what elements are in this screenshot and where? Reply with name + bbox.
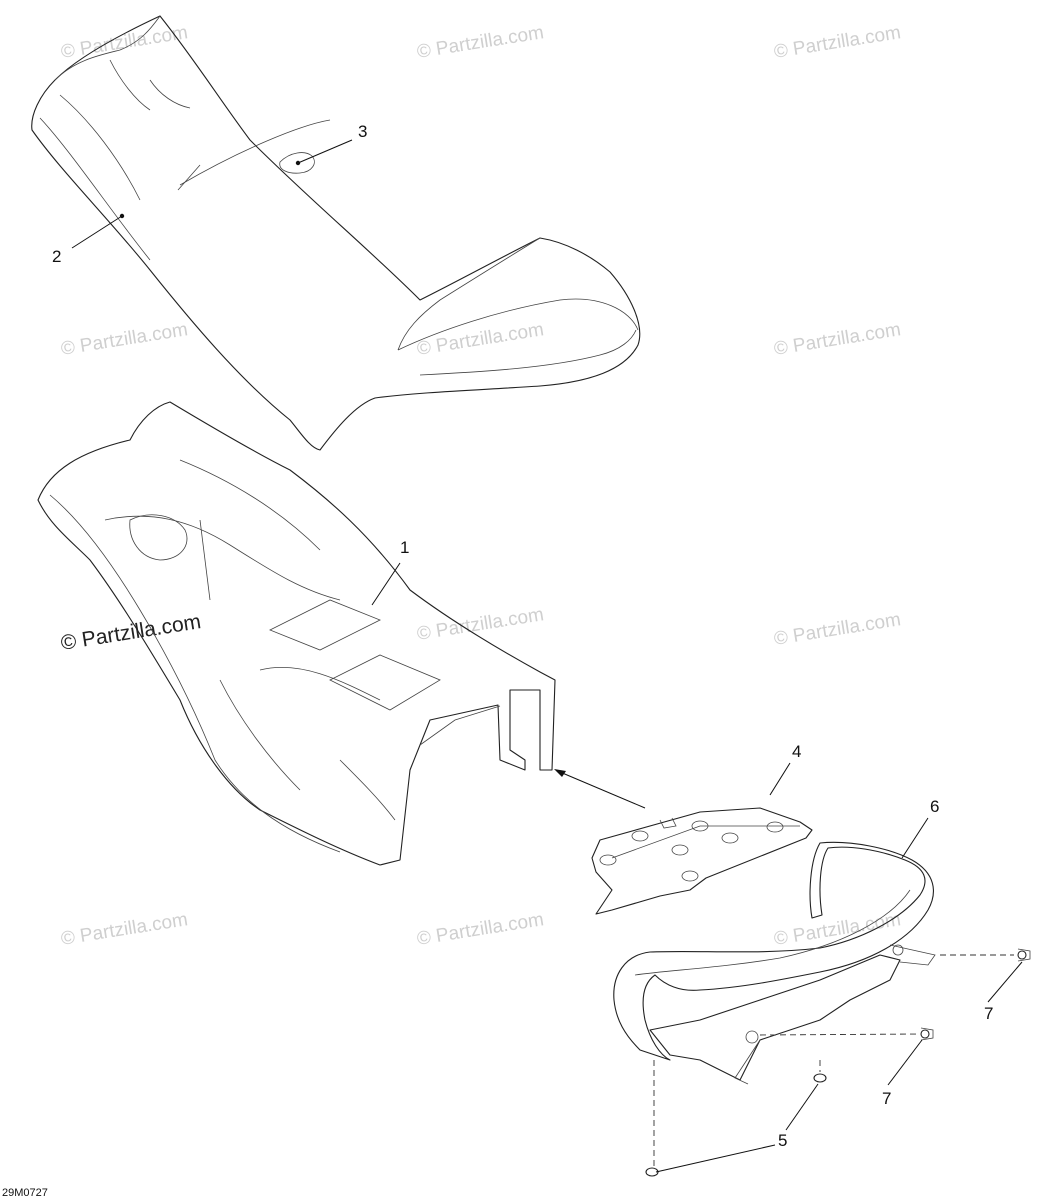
callout-6: 6 [930,797,939,816]
seat [31,15,641,451]
watermark: © Partzilla.com [772,609,902,650]
watermark: © Partzilla.com [415,909,545,950]
watermark-dark: © Partzilla.com [59,610,202,655]
watermark: © Partzilla.com [415,22,545,63]
watermark: © Partzilla.com [415,319,545,360]
watermark: © Partzilla.com [772,22,902,63]
alignment-lines [653,954,1014,1166]
pad [591,807,813,915]
callout-5: 5 [778,1131,787,1150]
callout-4: 4 [792,742,801,761]
grab-handle [613,841,936,1085]
hardware [645,948,1031,1177]
callouts: 1 2 3 4 5 6 7 7 [52,122,993,1150]
watermark: © Partzilla.com [59,319,189,360]
drawing-code: 29M0727 [2,1187,48,1199]
assembly-arrow [554,769,646,809]
watermark: © Partzilla.com [59,909,189,950]
callout-1: 1 [400,538,409,557]
callout-7: 7 [984,1004,993,1023]
watermark: © Partzilla.com [772,319,902,360]
seat-base [37,401,556,866]
leader-lines [71,139,1023,1173]
callout-2: 2 [52,247,61,266]
watermark: © Partzilla.com [415,604,545,645]
callout-7: 7 [882,1089,891,1108]
callout-3: 3 [358,122,367,141]
watermarks: © Partzilla.com © Partzilla.com © Partzi… [59,22,902,950]
